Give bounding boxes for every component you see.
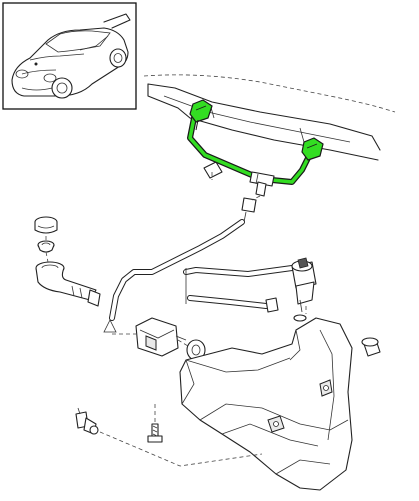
pump-seal — [293, 314, 307, 322]
left-spray-nozzle — [189, 99, 213, 131]
washer-reservoir — [179, 317, 353, 491]
hose-connector — [265, 297, 279, 313]
filler-cap — [34, 216, 58, 234]
leader-lines — [45, 172, 307, 467]
nozzle-hose-assembly — [187, 115, 315, 185]
feed-hose — [103, 219, 245, 333]
washer-pump — [291, 257, 317, 313]
right-spray-nozzle — [301, 137, 324, 161]
filler-neck — [35, 261, 101, 307]
level-sensor — [75, 407, 99, 435]
car-thumbnail-inset — [2, 2, 137, 110]
return-hoses — [183, 265, 295, 309]
car-thumbnail — [11, 13, 131, 99]
cowl-panel — [143, 74, 396, 179]
mounting-bolt — [147, 423, 163, 443]
t-connector — [249, 171, 275, 197]
grommet-ring — [186, 339, 206, 361]
drain-plug — [361, 337, 381, 357]
pump-bracket — [135, 317, 187, 357]
check-valve — [241, 195, 261, 223]
filler-seal — [37, 240, 55, 253]
